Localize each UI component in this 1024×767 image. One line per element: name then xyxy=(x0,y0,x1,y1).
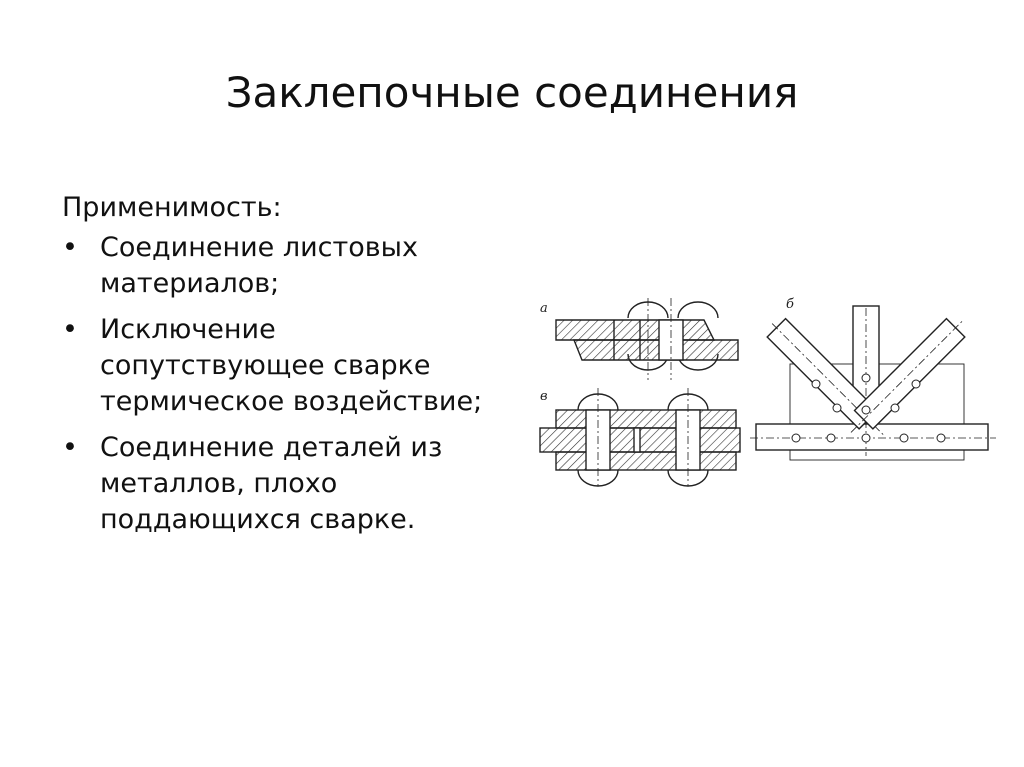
truss-node-drawing: б xyxy=(750,297,996,461)
slide-content: Применимость: • Соединение листовых матер… xyxy=(62,190,502,548)
figure-label-v: в xyxy=(540,389,548,404)
bullet-text: Соединение листовых материалов; xyxy=(100,232,418,299)
bullet-list: • Соединение листовых материалов; • Исключ… xyxy=(62,230,502,538)
rivet-joints-drawing: а в б xyxy=(539,297,996,487)
butt-joint-drawing: в xyxy=(539,388,741,487)
figure-label-a: а xyxy=(540,301,548,316)
lap-joint-drawing: а xyxy=(540,298,739,380)
bullet-text: Исключение сопутствующее сварке термичес… xyxy=(100,314,483,417)
slide-title: Заклепочные соединения xyxy=(225,68,799,117)
bullet-icon: • xyxy=(62,232,78,263)
figure-label-b: б xyxy=(786,297,794,312)
bullet-item: • Исключение сопутствующее сварке термиче… xyxy=(62,312,502,420)
lead-text: Применимость: xyxy=(62,192,282,223)
bullet-icon: • xyxy=(62,432,78,463)
bullet-item: • Соединение деталей из металлов, плохо п… xyxy=(62,430,502,538)
bullet-text: Соединение деталей из металлов, плохо по… xyxy=(100,432,443,535)
bullet-icon: • xyxy=(62,314,78,345)
bullet-item: • Соединение листовых материалов; xyxy=(62,230,502,302)
